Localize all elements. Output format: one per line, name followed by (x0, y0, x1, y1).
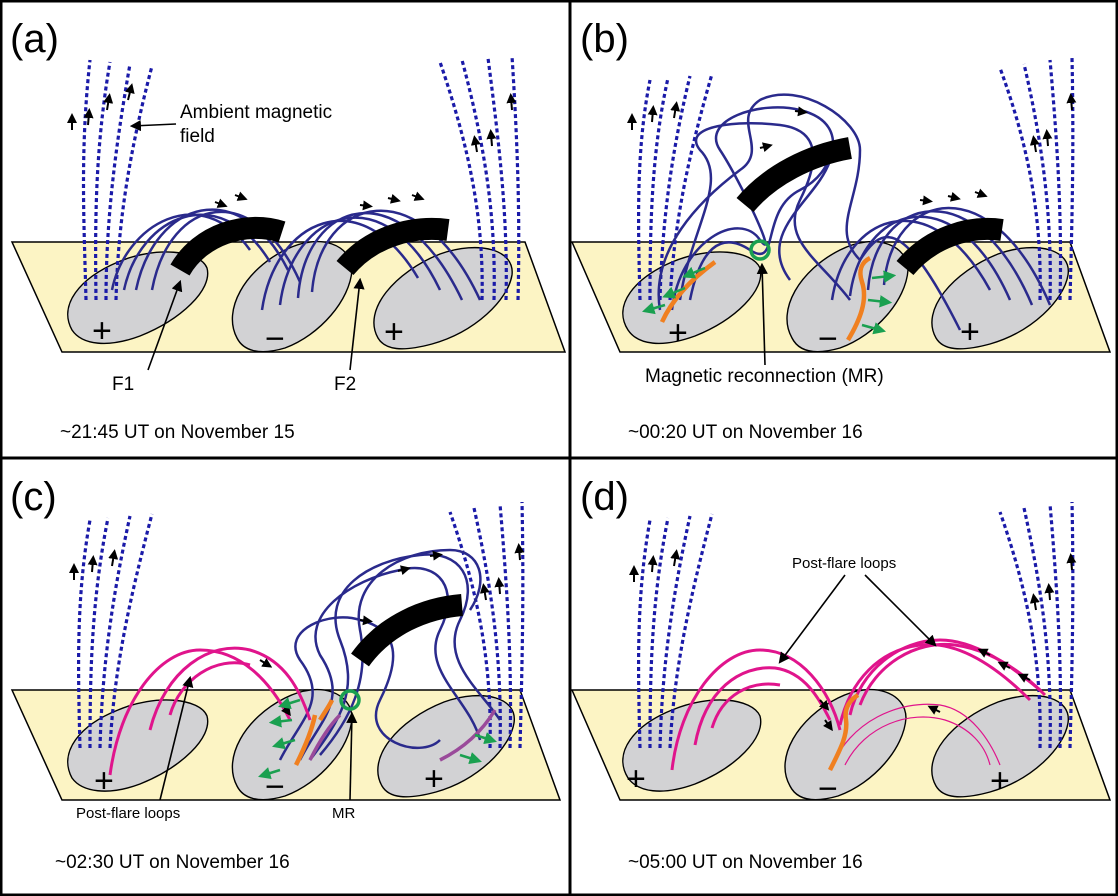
f2-label: F2 (334, 374, 356, 395)
ambient-field-pointer (129, 119, 177, 132)
positive-patch-left (67, 251, 209, 345)
flare-ribbon-center (293, 714, 318, 767)
negative-sign: − (818, 320, 838, 358)
panel-d: (d) + − + (570, 475, 1112, 873)
positive-patch-left (622, 699, 762, 792)
flare-ribbon-center (827, 693, 860, 772)
flare-ribbon-left (659, 260, 717, 323)
ribbon-motion-arrows (258, 697, 497, 780)
post-flare-loops-pointer-left (778, 574, 846, 664)
panel-d-letter: (d) (580, 475, 629, 519)
flare-ribbon-right (439, 709, 497, 762)
panel-b-caption: ~00:20 UT on November 16 (628, 422, 863, 443)
panel-c-letter: (c) (10, 475, 57, 519)
positive-sign: + (92, 312, 112, 350)
flare-ribbon-center (846, 255, 872, 342)
mr-label: MR (332, 805, 355, 822)
positive-patch-right (373, 247, 513, 350)
erupting-flux-rope-loops (278, 548, 502, 761)
f2-pointer (349, 277, 365, 371)
ambient-field-right (438, 55, 521, 301)
post-flare-loops (108, 646, 312, 776)
mr-pointer (346, 711, 358, 801)
erupting-flux-rope-loops (657, 93, 862, 311)
flare-ribbon-center-2 (318, 699, 335, 722)
ambient-field-label-line2: field (180, 126, 215, 147)
positive-patch-right (931, 695, 1069, 798)
field-loops-f2 (830, 188, 1052, 331)
flare-ribbon-purple (308, 713, 342, 761)
negative-sign: − (265, 320, 285, 358)
post-flare-loops-label: Post-flare loops (792, 555, 896, 572)
ambient-field-left (629, 513, 714, 749)
positive-sign: + (424, 760, 444, 798)
magnetic-reconnection-label: Magnetic reconnection (MR) (645, 366, 884, 387)
filament-f2 (336, 218, 450, 276)
post-flare-loops-pointer (159, 675, 194, 801)
positive-sign: + (384, 313, 404, 351)
filament-erupting (351, 594, 464, 667)
ambient-field-right (998, 501, 1077, 749)
panel-a-caption: ~21:45 UT on November 15 (60, 422, 295, 443)
reconnection-marker (749, 239, 771, 261)
field-loops-f2 (260, 191, 482, 311)
f1-label: F1 (112, 374, 134, 395)
post-flare-loops (670, 638, 1047, 771)
filament-f2 (896, 218, 1004, 276)
post-flare-loops-label: Post-flare loops (76, 805, 180, 822)
panel-b-letter: (b) (580, 17, 629, 61)
panel-a: (a) + − + (10, 17, 567, 443)
ambient-field-right (998, 57, 1077, 301)
filament-f1 (170, 216, 286, 276)
ambient-field-label-line1: Ambient magnetic (180, 102, 332, 123)
positive-sign: + (668, 314, 688, 352)
positive-sign: + (990, 762, 1010, 800)
positive-sign: + (94, 762, 114, 800)
positive-patch-right (377, 695, 515, 798)
reconnection-marker (339, 689, 361, 711)
panel-c-caption: ~02:30 UT on November 16 (55, 852, 290, 873)
post-flare-loops-pointer-right (864, 574, 937, 647)
panel-b: (b) + − + (570, 17, 1112, 443)
ambient-field-left (69, 513, 154, 749)
mr-pointer (756, 262, 768, 366)
panel-d-caption: ~05:00 UT on November 16 (628, 852, 863, 873)
negative-sign: − (818, 770, 838, 808)
positive-sign: + (626, 760, 646, 798)
panel-a-letter: (a) (10, 17, 59, 61)
f1-pointer (147, 279, 183, 371)
positive-patch-left (67, 699, 209, 792)
filament-f1-erupting (736, 137, 853, 213)
ribbon-motion-arrows (642, 266, 897, 335)
panel-c: (c) + − + (10, 475, 562, 873)
positive-sign: + (960, 313, 980, 351)
